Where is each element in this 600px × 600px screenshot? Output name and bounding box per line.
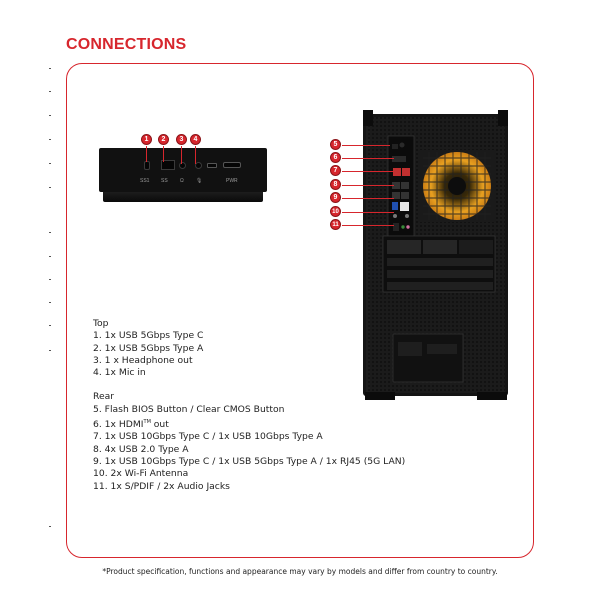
top-panel-image: SS1 SS Ω 🎙 PWR — [99, 148, 267, 202]
pc-case-rear-image — [363, 110, 508, 400]
rear-item-7: 7. 1x USB 10Gbps Type C / 1x USB 10Gbps … — [93, 431, 323, 443]
rear-item-8: 8. 4x USB 2.0 Type A — [93, 443, 189, 455]
rear-item-5: 5. Flash BIOS Button / Clear CMOS Button — [93, 403, 285, 415]
top-label-ss1: SS1 — [140, 178, 150, 184]
content-frame — [66, 63, 534, 558]
rear-item-6: 6. 1x HDMITM out — [93, 419, 169, 431]
top-label-mic: 🎙 — [196, 178, 203, 184]
top-item-2: 2. 1x USB 5Gbps Type A — [93, 342, 204, 354]
rear-heading: Rear — [93, 391, 115, 403]
top-item-3: 3. 1 x Headphone out — [93, 354, 193, 366]
callout-5: 5 — [330, 139, 341, 150]
page-title: CONNECTIONS — [66, 36, 187, 53]
callout-9: 9 — [330, 192, 341, 203]
callout-3: 3 — [176, 134, 187, 145]
rear-item-11: 11. 1x S/PDIF / 2x Audio Jacks — [93, 480, 230, 492]
spec-list: Top 1. 1x USB 5Gbps Type C 2. 1x USB 5Gb… — [93, 318, 405, 493]
top-item-4: 4. 1x Mic in — [93, 367, 146, 379]
callout-2: 2 — [158, 134, 169, 145]
callout-8: 8 — [330, 179, 341, 190]
top-label-ss: SS — [161, 178, 168, 184]
rear-item-10: 10. 2x Wi-Fi Antenna — [93, 468, 189, 480]
callout-10: 10 — [330, 206, 341, 217]
callout-1: 1 — [141, 134, 152, 145]
callout-11: 11 — [330, 219, 341, 230]
top-heading: Top — [93, 318, 109, 329]
rear-item-9: 9. 1x USB 10Gbps Type C / 1x USB 5Gbps T… — [93, 456, 406, 468]
callout-6: 6 — [330, 152, 341, 163]
top-label-pwr: PWR — [226, 178, 238, 184]
callout-4: 4 — [190, 134, 201, 145]
callout-7: 7 — [330, 165, 341, 176]
top-item-1: 1. 1x USB 5Gbps Type C — [93, 330, 204, 342]
top-label-headphone: Ω — [180, 178, 184, 184]
footnote: *Product specification, functions and ap… — [102, 567, 498, 576]
